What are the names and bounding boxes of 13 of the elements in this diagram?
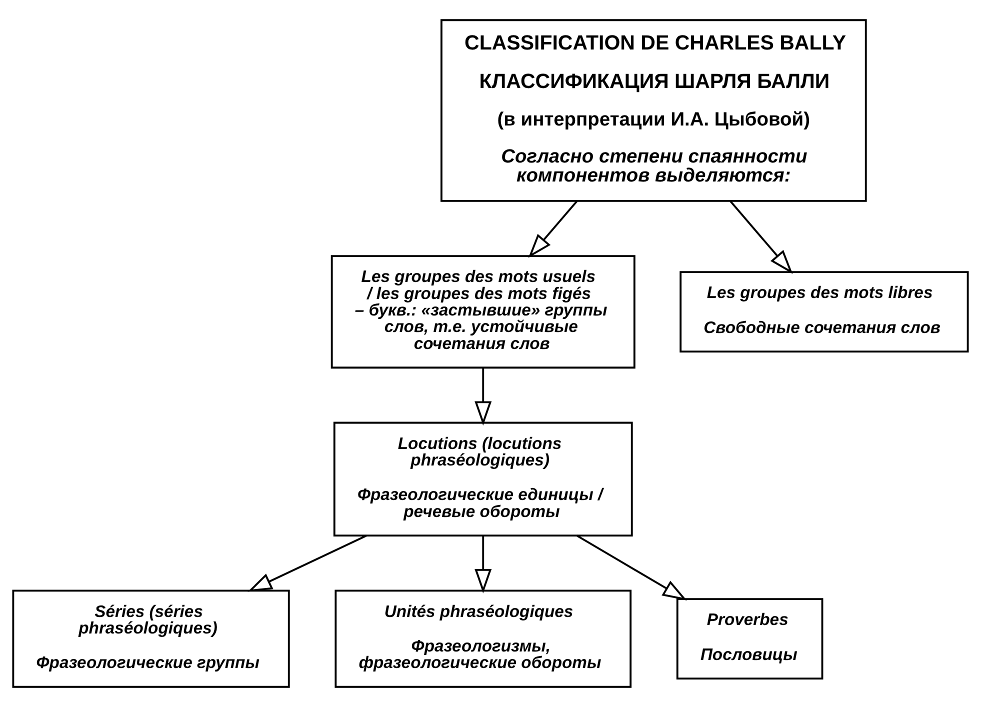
arrow: [474, 367, 492, 426]
node-box: Locutions (locutions phraséologiques) Фразеологические единицы / речевые обороты: [333, 421, 633, 536]
arrow: [730, 200, 793, 274]
arrow: [528, 200, 578, 258]
arrow: [474, 535, 492, 593]
arrow: [576, 534, 687, 600]
node-box: Les groupes des mots usuels / les groupes des mots figés – букв.: «застывшие» группы слов, т.е. устойчивые сочетания слов: [330, 254, 636, 368]
node-box: CLASSIFICATION DE CHARLES BALLY КЛАССИФИКАЦИЯ ШАРЛЯ БАЛЛИ (в интерпретации И.А. Цыбовой) Согласно степени спаянности компонентов выделяются:: [440, 18, 867, 202]
node-box: Les groupes des mots libres Свободные сочетания слов: [680, 270, 969, 352]
arrow: [248, 534, 367, 592]
node-box: Proverbes Пословицы: [676, 598, 824, 679]
node-box: Séries (séries phraséologiques) Фразеологические группы: [12, 589, 290, 688]
node-box: Unités phraséologiques Фразеологизмы, фразеологические обороты: [334, 589, 632, 688]
